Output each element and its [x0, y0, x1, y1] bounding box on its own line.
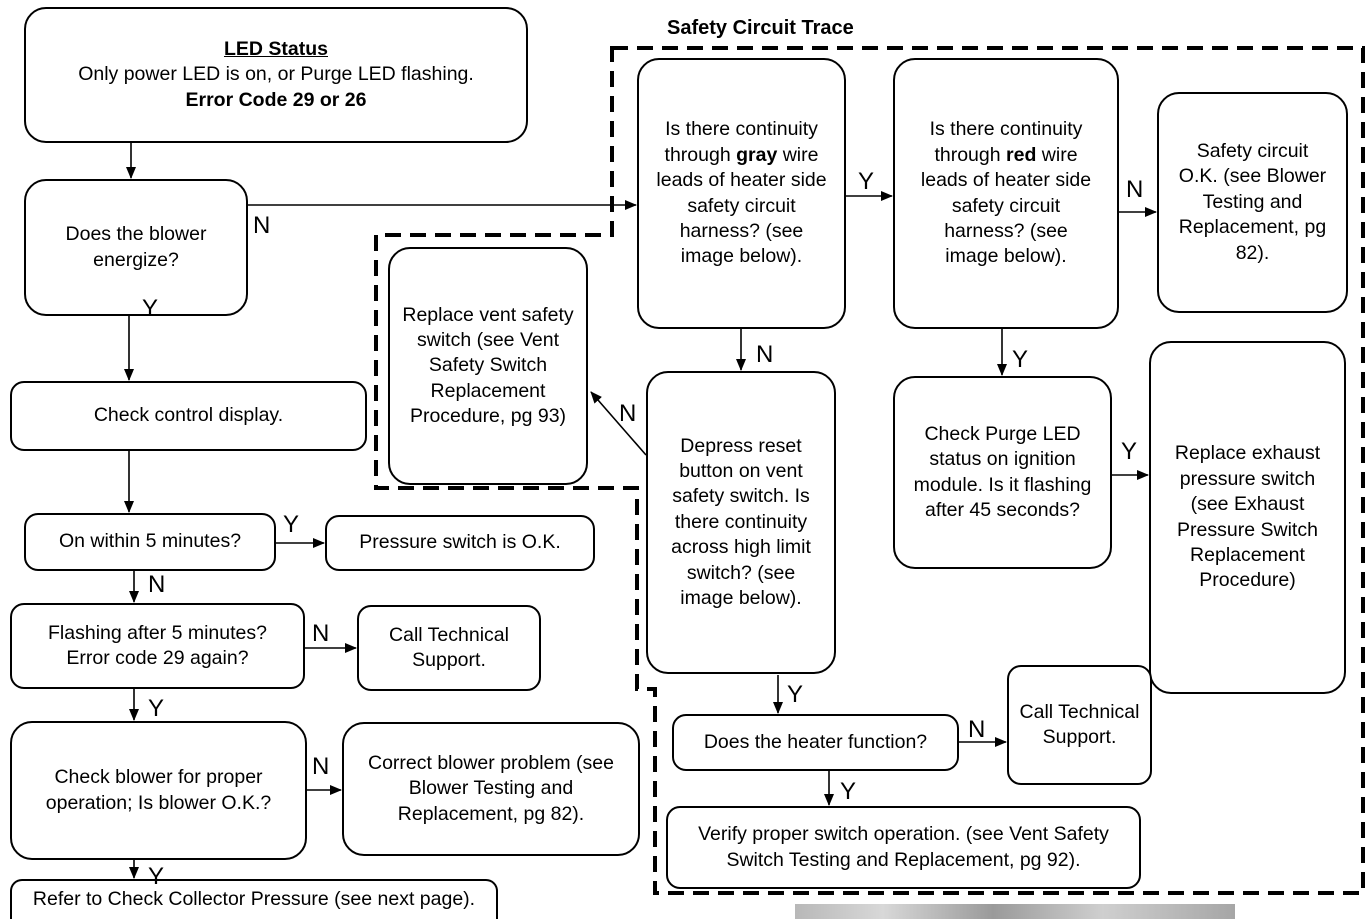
call-support-2-text: Call Technical Support. — [1019, 700, 1140, 748]
edge-label-n: N — [619, 400, 637, 427]
check-purge-text: Check Purge LED status on ignition modul… — [913, 422, 1092, 521]
heater-function-text: Does the heater function? — [703, 730, 928, 753]
red-continuity-box: Is there continuity through red wire lea… — [893, 58, 1119, 329]
blower-energize-box: Does the blower energize? — [24, 179, 248, 316]
refer-collector-box: Refer to Check Collector Pressure (see n… — [10, 879, 498, 919]
edge-label-n: N — [756, 341, 774, 368]
flashing-after-line2: Error code 29 again? — [66, 647, 249, 669]
verify-switch-text: Verify proper switch operation. (see Ven… — [698, 823, 1109, 871]
edge-label-y: Y — [787, 681, 804, 708]
pressure-ok-text: Pressure switch is O.K. — [359, 531, 561, 554]
safety-ok-text: Safety circuit O.K. (see Blower Testing … — [1178, 140, 1327, 264]
edge-label-n: N — [312, 620, 330, 647]
replace-exhaust-box: Replace exhaust pressure switch (see Exh… — [1149, 341, 1346, 694]
call-support-2-box: Call Technical Support. — [1007, 665, 1152, 785]
safety-circuit-boundary — [374, 46, 1365, 895]
check-blower-text: Check blower for proper operation; Is bl… — [45, 766, 272, 814]
gray-continuity-post: wire leads of heater side safety circuit… — [656, 143, 827, 268]
heater-function-box: Does the heater function? — [672, 714, 959, 771]
gray-continuity-pre: Is there continuity through — [664, 118, 818, 166]
call-support-1-text: Call Technical Support. — [389, 623, 509, 671]
pressure-ok-box: Pressure switch is O.K. — [325, 515, 595, 571]
gray-continuity-box: Is there continuity through gray wire le… — [637, 58, 846, 329]
edge-label-y: Y — [148, 695, 165, 722]
blower-energize-text: Does the blower energize? — [65, 223, 207, 271]
check-purge-box: Check Purge LED status on ignition modul… — [893, 376, 1112, 569]
depress-reset-box: Depress reset button on vent safety swit… — [646, 371, 836, 674]
red-continuity-post: wire leads of heater side safety circuit… — [920, 143, 1092, 268]
led-status-line2: Error Code 29 or 26 — [185, 88, 367, 111]
flashing-after-box: Flashing after 5 minutes? Error code 29 … — [10, 603, 305, 689]
edge-label-y: Y — [142, 295, 159, 322]
replace-vent-text: Replace vent safety switch (see Vent Saf… — [402, 303, 574, 428]
flashing-after-line1: Flashing after 5 minutes? — [48, 621, 267, 644]
edge-label-n: N — [968, 716, 986, 743]
led-status-box: LED Status Only power LED is on, or Purg… — [24, 7, 528, 143]
edge-label-n: N — [148, 571, 166, 598]
check-display-box: Check control display. — [10, 381, 367, 451]
harness-photo-strip — [795, 904, 1235, 919]
on-within-box: On within 5 minutes? — [24, 513, 276, 571]
edge-label-n: N — [312, 753, 330, 780]
edge-label-y: Y — [1121, 438, 1138, 465]
led-status-heading: LED Status — [223, 37, 328, 60]
edge-label-y: Y — [148, 863, 165, 890]
correct-blower-text: Correct blower problem (see Blower Testi… — [367, 751, 614, 825]
on-within-text: On within 5 minutes? — [58, 530, 242, 553]
edge-label-y: Y — [858, 168, 875, 195]
check-display-text: Check control display. — [93, 404, 284, 427]
replace-vent-box: Replace vent safety switch (see Vent Saf… — [388, 247, 588, 485]
arrow-depress-to-replace — [590, 391, 647, 456]
edge-label-n: N — [253, 212, 271, 239]
section-title: Safety Circuit Trace — [667, 17, 854, 39]
red-continuity-pre: Is there continuity through — [929, 118, 1083, 166]
edge-label-y: Y — [1012, 346, 1029, 373]
depress-reset-text: Depress reset button on vent safety swit… — [671, 434, 811, 609]
red-continuity-bold: red — [1006, 143, 1037, 166]
edge-label-y: Y — [283, 511, 300, 538]
safety-ok-box: Safety circuit O.K. (see Blower Testing … — [1157, 92, 1348, 313]
led-status-line1: Only power LED is on, or Purge LED flash… — [78, 63, 474, 86]
edge-label-n: N — [1126, 176, 1144, 203]
call-support-1-box: Call Technical Support. — [357, 605, 541, 691]
gray-continuity-bold: gray — [736, 143, 778, 166]
edge-label-y: Y — [840, 778, 857, 805]
refer-collector-text: Refer to Check Collector Pressure (see n… — [32, 888, 476, 911]
replace-exhaust-text: Replace exhaust pressure switch (see Exh… — [1174, 442, 1321, 592]
check-blower-box: Check blower for proper operation; Is bl… — [10, 721, 307, 860]
verify-switch-box: Verify proper switch operation. (see Ven… — [666, 806, 1141, 889]
correct-blower-box: Correct blower problem (see Blower Testi… — [342, 722, 640, 856]
